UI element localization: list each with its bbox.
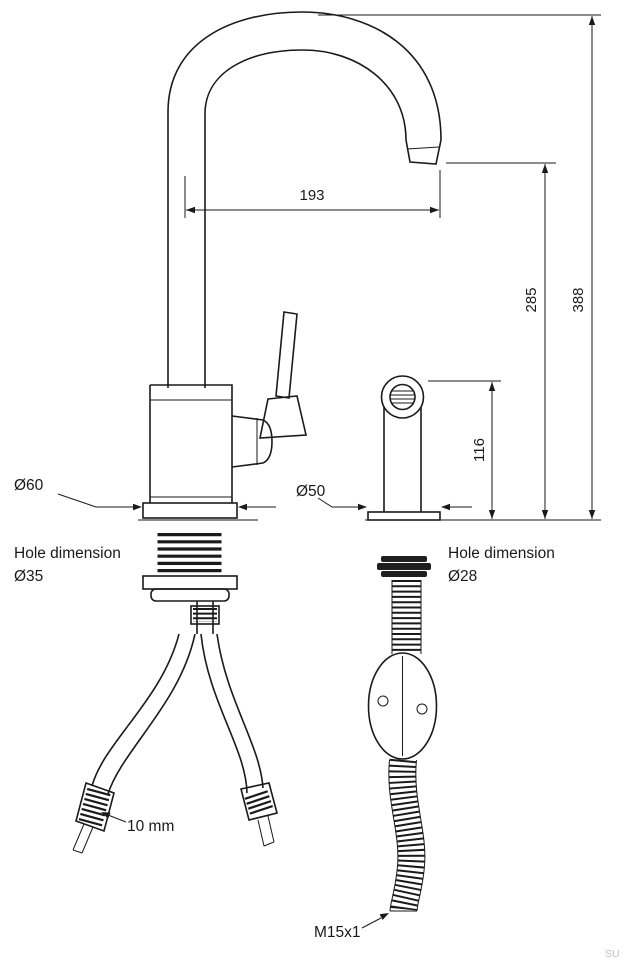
callout-10mm: 10 mm bbox=[101, 812, 174, 835]
corrugation-lower bbox=[388, 758, 425, 913]
dia60-arrow-right bbox=[238, 503, 247, 511]
dim-193-arrow-left bbox=[186, 206, 195, 214]
dim-116-arrow-top bbox=[488, 382, 496, 391]
dim-116-arrow-bottom bbox=[488, 510, 496, 519]
left-hose-tip bbox=[72, 823, 94, 854]
dimension-116: 116 bbox=[428, 380, 501, 519]
faucet-base-flange bbox=[142, 502, 238, 519]
dim-193-label: 193 bbox=[299, 187, 324, 204]
dim-285-arrow-bottom bbox=[541, 510, 549, 519]
spray-hose-lower bbox=[388, 758, 426, 913]
body-outline bbox=[149, 384, 233, 503]
spray-hole-label-line1: Hole dimension bbox=[448, 545, 555, 562]
spray-washer-1 bbox=[381, 556, 427, 562]
dimension-dia50: Ø50 bbox=[296, 483, 472, 511]
dim-285-label: 285 bbox=[523, 287, 540, 312]
spray-inlet-threads bbox=[390, 390, 415, 404]
spray-hole-label-line2: Ø28 bbox=[448, 568, 477, 585]
watermark: SU bbox=[605, 948, 620, 960]
weight-body bbox=[367, 652, 438, 760]
handle-lever bbox=[275, 311, 298, 399]
dia50-arrow-left bbox=[358, 503, 367, 511]
spout-outer-curve bbox=[167, 11, 442, 388]
body-seams bbox=[150, 399, 232, 498]
dim-285-arrow-top bbox=[541, 164, 549, 173]
dim-388-arrow-bottom bbox=[588, 510, 596, 519]
dimension-285: 285 bbox=[446, 162, 556, 519]
mounting-flange bbox=[142, 575, 238, 590]
hole-dimension-spray: Hole dimension Ø28 bbox=[448, 545, 555, 585]
callout-m15x1-leader bbox=[361, 917, 382, 929]
left-hose-outer bbox=[91, 633, 180, 787]
dim-116-label: 116 bbox=[471, 438, 488, 462]
hand-spray-body bbox=[367, 407, 441, 521]
callout-m15x1-arrow bbox=[379, 913, 389, 920]
right-fitting-hatch bbox=[244, 790, 274, 816]
hole-dimension-faucet: Hole dimension Ø35 bbox=[14, 545, 121, 585]
callout-10mm-arrow bbox=[101, 812, 111, 819]
handle-stub bbox=[231, 415, 273, 468]
dim-193-arrow-right bbox=[430, 206, 439, 214]
callout-m15x1: M15x1 bbox=[314, 913, 389, 941]
faucet-body bbox=[142, 384, 238, 519]
spout-tip bbox=[405, 139, 442, 165]
callout-m15x1-label: M15x1 bbox=[314, 924, 361, 941]
spray-undermount bbox=[377, 556, 431, 577]
handle-cone bbox=[259, 395, 307, 439]
faucet-mounting-hardware bbox=[142, 533, 238, 634]
dim-388-arrow-top bbox=[588, 16, 596, 25]
left-fitting-hatch bbox=[78, 787, 111, 828]
dim-193-extension-lines bbox=[184, 170, 441, 218]
spout-inner-curve bbox=[204, 49, 407, 388]
dia50-leader-lines bbox=[317, 497, 472, 508]
supply-hoses bbox=[72, 633, 278, 854]
left-hose-inner bbox=[107, 633, 196, 795]
right-hose-tip bbox=[257, 815, 275, 847]
dimension-dia60: Ø60 bbox=[14, 477, 276, 511]
callout-10mm-leader bbox=[107, 814, 127, 823]
corrugation-lower-right-edge bbox=[415, 759, 426, 912]
callout-10mm-label: 10 mm bbox=[127, 818, 174, 835]
spray-washer-3 bbox=[381, 571, 427, 577]
dimension-388: 388 bbox=[318, 14, 601, 519]
right-hose-inner bbox=[200, 633, 248, 794]
left-hose-fitting bbox=[75, 781, 115, 833]
rubber-washer bbox=[150, 588, 230, 602]
dia60-arrow-left bbox=[133, 503, 142, 511]
dia50-arrow-right bbox=[441, 503, 450, 511]
weight-screw-right bbox=[416, 703, 428, 715]
faucet-spout bbox=[167, 11, 442, 388]
corrugation-upper-edges bbox=[391, 580, 422, 654]
spray-base-flange bbox=[367, 511, 441, 521]
spray-head-outer-circle bbox=[380, 375, 425, 419]
shank-nut bbox=[190, 605, 220, 625]
right-hose-outer bbox=[216, 633, 264, 789]
dimension-193: 193 bbox=[184, 170, 441, 218]
dia60-label: Ø60 bbox=[14, 477, 44, 494]
faucet-handle bbox=[231, 311, 307, 468]
spray-body-sides bbox=[383, 407, 422, 512]
dia60-leader-lines bbox=[57, 493, 276, 508]
dia50-label: Ø50 bbox=[296, 483, 326, 500]
dim-388-label: 388 bbox=[570, 287, 587, 312]
hand-spray-head bbox=[380, 375, 425, 419]
spout-tip-seam bbox=[406, 146, 440, 150]
spray-washer-2 bbox=[377, 563, 431, 570]
faucet-hole-label-line2: Ø35 bbox=[14, 568, 43, 585]
corrugation-lower-left-edge bbox=[388, 759, 399, 912]
spray-head-inner-circle bbox=[389, 383, 416, 411]
spray-hose-upper bbox=[391, 580, 422, 654]
weight-screw-left bbox=[377, 695, 389, 707]
right-hose-fitting bbox=[240, 782, 278, 821]
spray-weight bbox=[367, 652, 438, 760]
faucet-hole-label-line1: Hole dimension bbox=[14, 545, 121, 562]
